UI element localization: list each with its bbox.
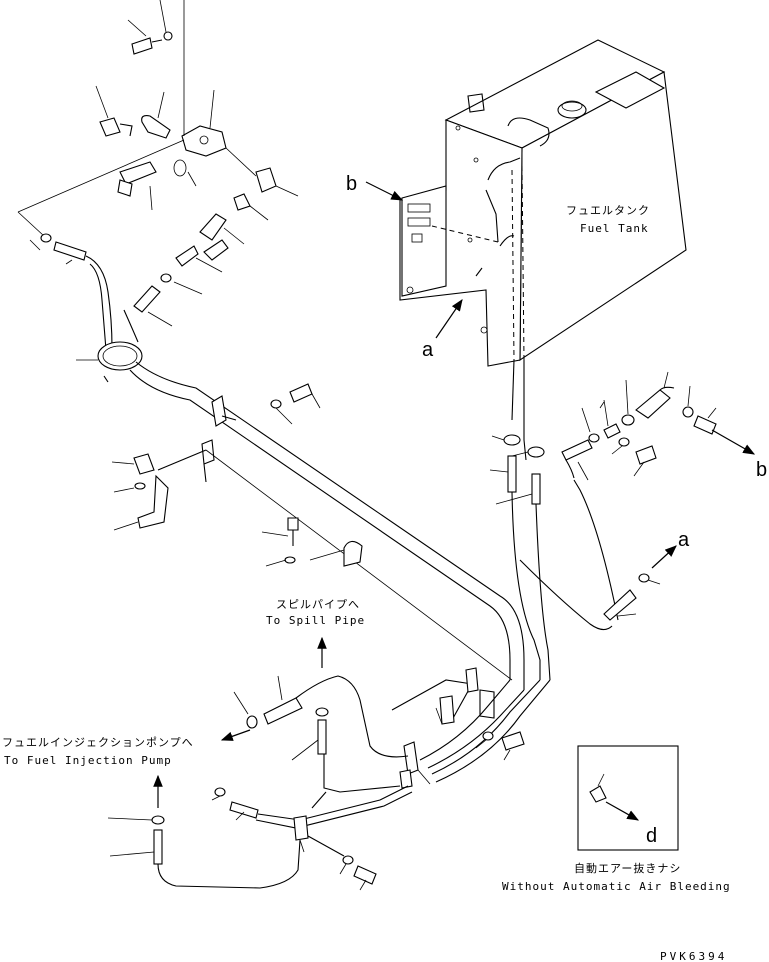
- tank-supply-lines: b a: [489, 359, 767, 681]
- spill-pipe-label-en: To Spill Pipe: [266, 614, 365, 627]
- ref-letter-b-pipe: b: [756, 459, 767, 481]
- pipe-bundle: [107, 667, 551, 891]
- arrow-to-b: [711, 429, 756, 455]
- fuel-tank-label-jp: フュエルタンク: [566, 204, 650, 217]
- no-air-bleed-label-jp: 自動エアー抜きナシ: [574, 861, 681, 875]
- fuel-tank: [399, 39, 687, 367]
- ref-letter-b-tank: b: [346, 173, 357, 195]
- spill-pipe-label-jp: スピルパイプへ: [276, 598, 360, 611]
- no-air-bleed-label-en: Without Automatic Air Bleeding: [502, 880, 731, 893]
- fitting-cluster: [17, 0, 299, 295]
- inset-box: [577, 745, 679, 851]
- arrow-b-tank: [365, 181, 404, 201]
- arrow-a-tank: [435, 299, 463, 339]
- injection-pump-label-en: To Fuel Injection Pump: [4, 754, 172, 767]
- ref-letter-a-tank: a: [422, 339, 434, 361]
- arrow-to-a: [651, 545, 677, 569]
- ref-letter-d: d: [646, 825, 657, 847]
- arrow-to-d: [605, 801, 640, 821]
- injection-pump-label-jp: フュエルインジェクションポンプへ: [2, 736, 194, 749]
- fuel-tank-label-en: Fuel Tank: [580, 222, 649, 235]
- ref-letter-a-pipe: a: [678, 529, 690, 551]
- drawing-code: PVK6394: [660, 950, 727, 962]
- arrow-to-injection-pump: [220, 729, 251, 741]
- return-hose-assembly: [29, 233, 525, 690]
